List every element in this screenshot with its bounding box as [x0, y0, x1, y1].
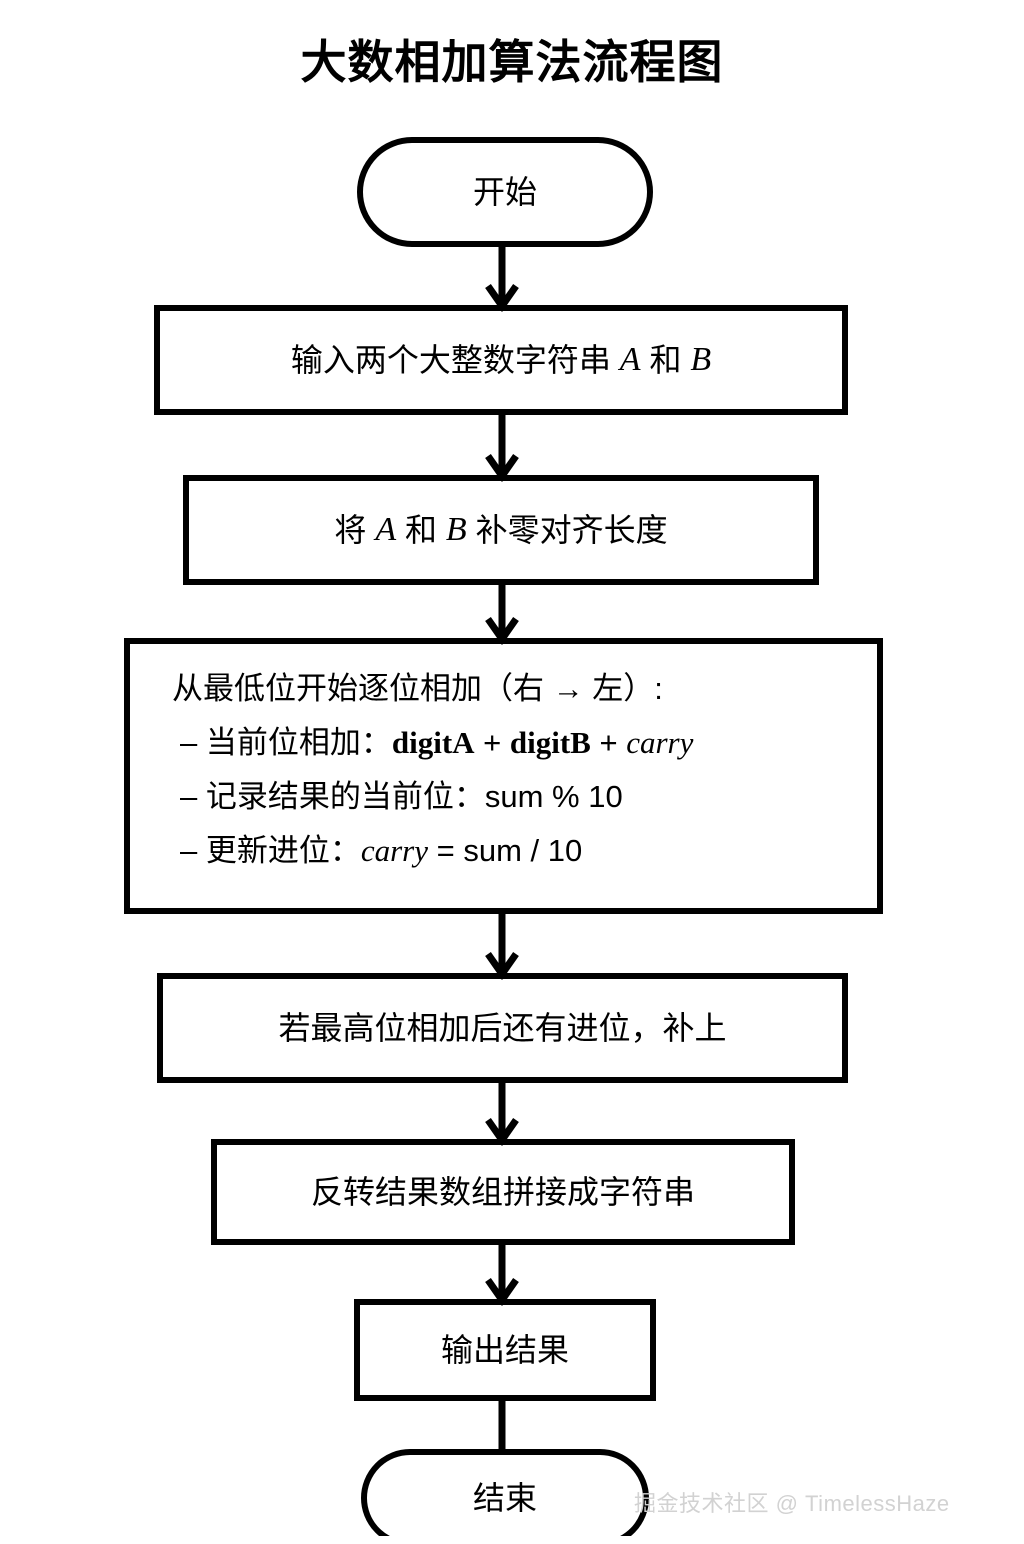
watermark: 掘金技术社区 @ TimelessHaze	[634, 1491, 950, 1516]
arrowhead-input-to-pad	[485, 453, 519, 483]
node-loop-sum-div: = sum / 10	[428, 833, 583, 868]
arrowhead-carryfix-to-reverse	[485, 1117, 519, 1147]
node-loop-digita: digitA	[391, 725, 475, 760]
node-loop-plus-2: +	[590, 725, 627, 760]
arrowhead-start-to-input	[485, 283, 519, 313]
node-loop-plus-1: +	[474, 725, 510, 760]
node-loop-shape[interactable]	[124, 638, 883, 914]
node-loop-label: 从最低位开始逐位相加（右 → 左）: – 当前位相加：digitA + digi…	[172, 662, 872, 892]
node-carryfix-shape[interactable]	[157, 973, 848, 1083]
node-loop-line-4: – 更新进位：carry = sum / 10	[172, 824, 872, 878]
node-loop-line-1: 从最低位开始逐位相加（右 → 左）:	[172, 662, 872, 716]
node-input-shape[interactable]	[154, 305, 848, 415]
node-end-shape[interactable]	[361, 1449, 649, 1536]
node-pad-shape[interactable]	[183, 475, 819, 585]
node-reverse-shape[interactable]	[211, 1139, 795, 1245]
arrowhead-reverse-to-output	[485, 1277, 519, 1307]
arrowhead-pad-to-loop	[485, 616, 519, 646]
node-output-shape[interactable]	[354, 1299, 656, 1401]
node-loop-line-2: – 当前位相加：digitA + digitB + carry	[172, 716, 872, 770]
node-loop-line-1-text: 从最低位开始逐位相加（右 → 左）:	[172, 671, 663, 706]
arrowhead-loop-to-carryfix	[485, 951, 519, 981]
node-loop-sum-mod: sum % 10	[484, 779, 623, 814]
node-start-shape[interactable]	[357, 137, 653, 247]
node-loop-line-2-prefix: – 当前位相加：	[180, 725, 392, 760]
node-loop-line-4-prefix: – 更新进位：	[180, 833, 361, 868]
node-loop-carry-2: carry	[360, 833, 429, 868]
node-loop-line-3-prefix: – 记录结果的当前位：	[180, 779, 485, 814]
node-loop-line-3: – 记录结果的当前位：sum % 10	[172, 770, 872, 824]
node-loop-digitb: digitB	[509, 725, 591, 760]
page-title: 大数相加算法流程图	[300, 36, 724, 88]
node-loop-carry-1: carry	[626, 725, 694, 760]
